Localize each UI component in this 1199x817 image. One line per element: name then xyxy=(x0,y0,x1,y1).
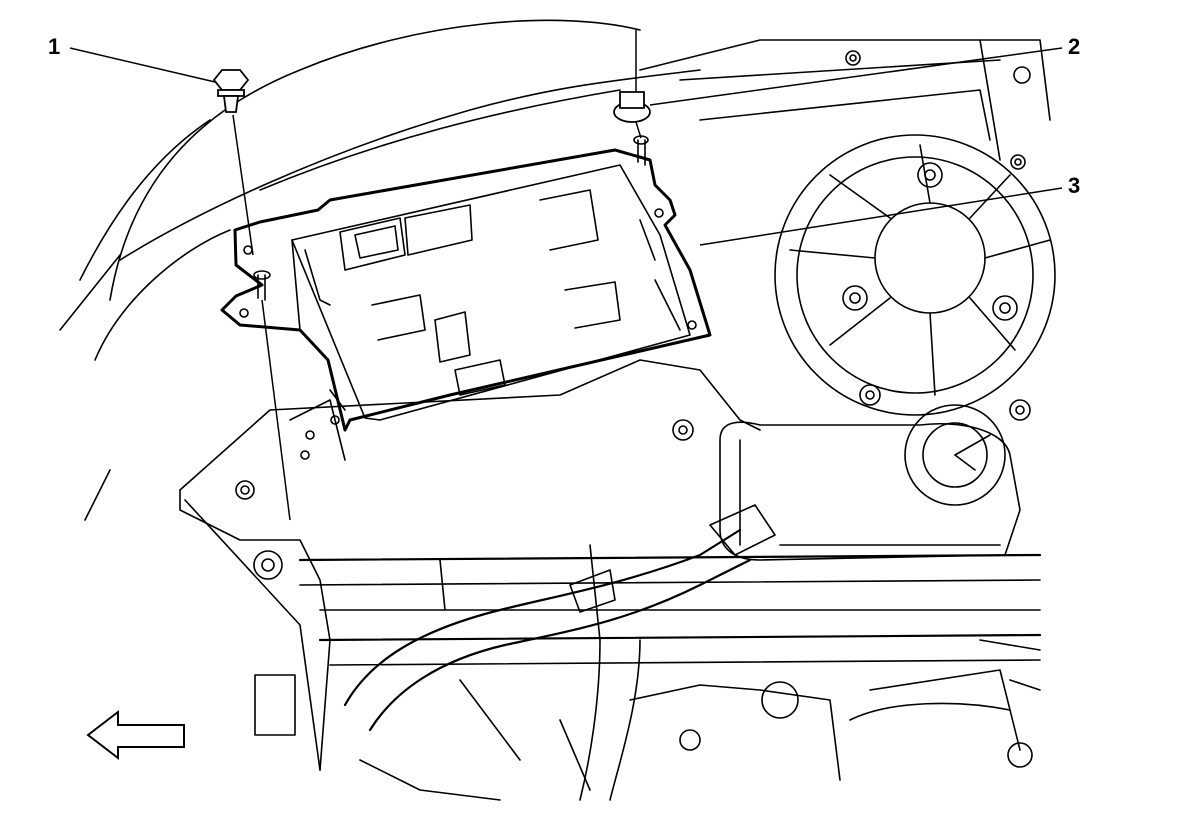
bolt-icon xyxy=(212,69,250,113)
leader-line-1 xyxy=(69,47,216,83)
fender-outline xyxy=(79,119,211,281)
bolt-alignment-line xyxy=(232,114,254,256)
nut-icon xyxy=(613,91,651,123)
fan-hub xyxy=(874,202,986,314)
reservoir-cap xyxy=(904,404,1006,506)
arrow-left-icon xyxy=(86,709,185,761)
upper-hose xyxy=(343,528,742,707)
nut-alignment-line xyxy=(635,30,642,139)
callout-3: 3 xyxy=(1068,173,1081,198)
callout-2: 2 xyxy=(1068,34,1081,59)
cooling-fan xyxy=(774,134,1056,416)
callout-1: 1 xyxy=(48,34,61,59)
mounting-bracket xyxy=(220,148,712,432)
leader-line-2 xyxy=(649,47,1063,106)
coolant-reservoir xyxy=(719,421,1021,561)
leader-line-3 xyxy=(699,187,1063,246)
hood-outline xyxy=(109,19,641,301)
